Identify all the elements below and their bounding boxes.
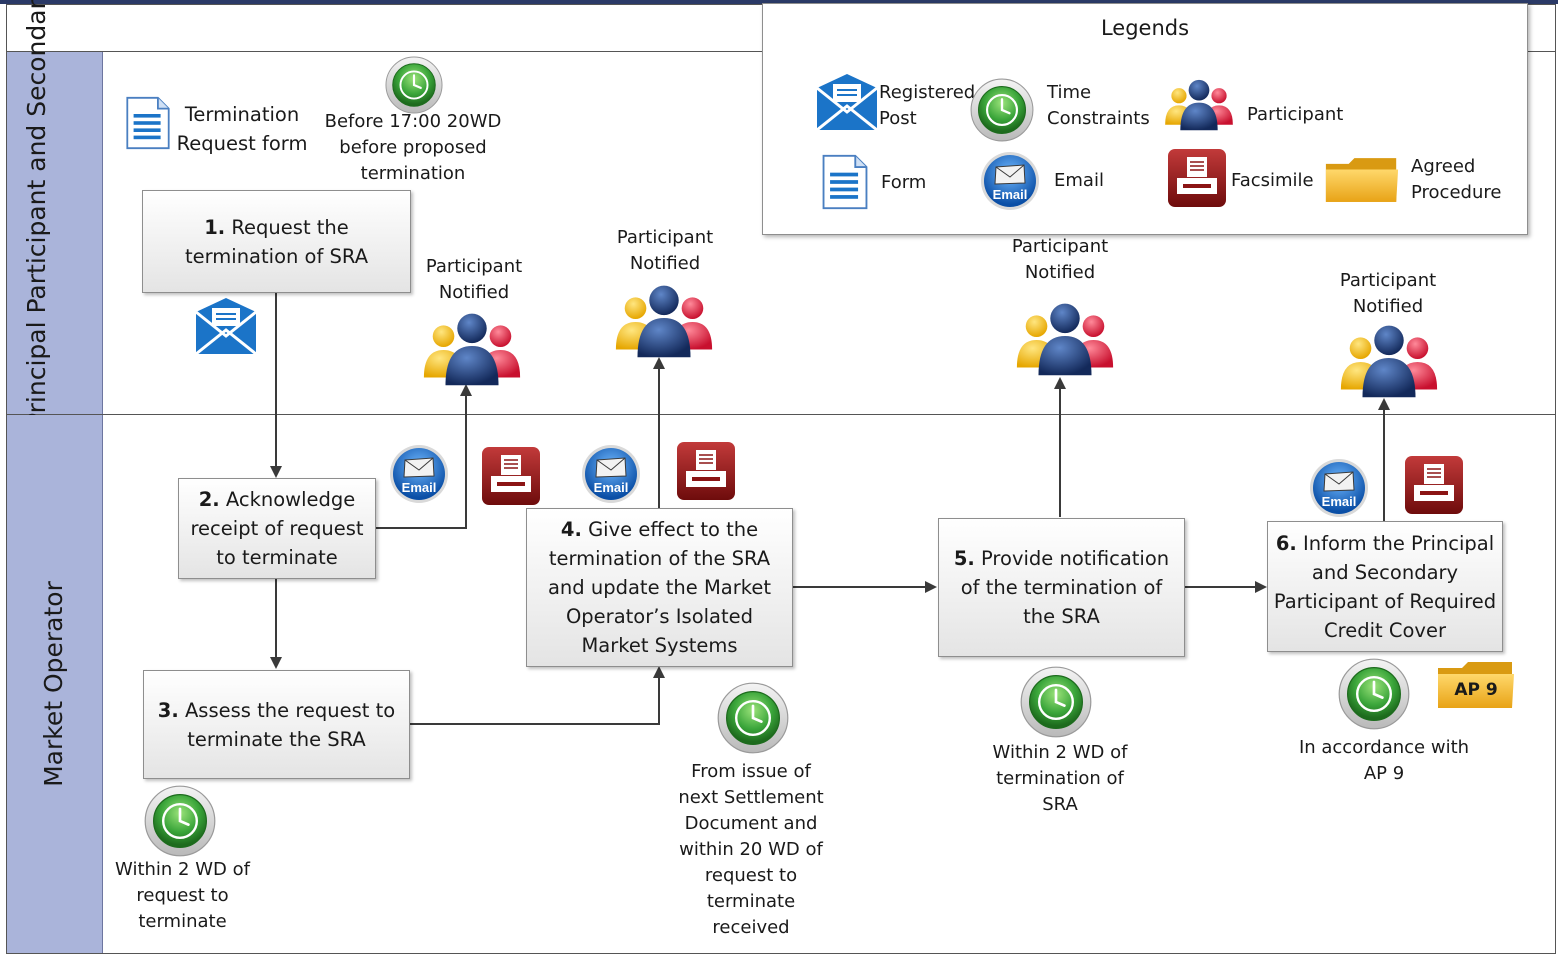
registered-post-icon: [815, 72, 879, 132]
step-3-box: 3. Assess the request to terminate the S…: [143, 670, 410, 779]
step-4-number: 4.: [560, 518, 582, 541]
step-2-number: 2.: [198, 488, 220, 511]
clock-icon: [970, 78, 1034, 142]
step-2-text: 2. Acknowledge receipt of request to ter…: [184, 485, 370, 572]
fax-icon: [1404, 455, 1464, 515]
fax-icon: [676, 441, 736, 501]
email-icon: [1309, 458, 1369, 518]
step-6-text: 6. Inform the Principal and Secondary Pa…: [1270, 529, 1500, 645]
clock-icon: [144, 785, 216, 857]
step-3-text: 3. Assess the request to terminate the S…: [152, 696, 402, 754]
participant-group-icon: [418, 308, 526, 388]
lane-label-top: Principal Participant and Secondary Part…: [7, 0, 103, 428]
legend-title: Legends: [1100, 16, 1190, 40]
legend-form: Form: [881, 172, 927, 193]
termination-request-form-label: Termination Request form: [176, 103, 308, 155]
step-5-label: Provide notification of the termination …: [960, 547, 1170, 628]
email-icon: [389, 444, 449, 504]
participant-group-icon: [1335, 320, 1443, 400]
lane-divider: [6, 414, 1556, 415]
legend-email: Email: [1054, 170, 1104, 191]
email-icon: [581, 444, 641, 504]
participant-notified-4: Participant Notified: [1339, 270, 1437, 317]
form-document-icon: [821, 154, 869, 210]
step-6-box: 6. Inform the Principal and Secondary Pa…: [1267, 521, 1503, 652]
within-note-step3: Within 2 WD of request to terminate: [115, 859, 250, 932]
legend-time-constraints: Time Constraints: [1047, 82, 1150, 129]
step-4-label: Give effect to the termination of the SR…: [547, 518, 772, 657]
step-4-box: 4. Give effect to the termination of the…: [526, 508, 793, 667]
clock-icon: [1020, 666, 1092, 738]
step-5-number: 5.: [953, 547, 975, 570]
step-5-box: 5. Provide notification of the terminati…: [938, 518, 1185, 657]
participant-group-icon: [1011, 298, 1119, 378]
arrow-2-to-notify: [374, 384, 472, 529]
step-6-number: 6.: [1275, 531, 1297, 555]
step-2-label: Acknowledge receipt of request to termin…: [190, 488, 364, 569]
legend-participant: Participant: [1247, 104, 1344, 125]
step-1-text: 1. Request the termination of SRA: [167, 213, 387, 271]
participant-group-icon: [610, 280, 718, 360]
step-3-label: Assess the request to terminate the SRA: [184, 698, 396, 751]
step-4-text: 4. Give effect to the termination of the…: [537, 515, 782, 660]
step-1-label: Request the termination of SRA: [184, 215, 369, 268]
top-bar: [0, 0, 1558, 4]
arrow-3-to-4: [408, 666, 665, 725]
step-6-label: Inform the Principal and Secondary Parti…: [1273, 531, 1497, 642]
step-2-box: 2. Acknowledge receipt of request to ter…: [178, 478, 376, 579]
within-note-step5: Within 2 WD of termination of SRA: [992, 742, 1128, 815]
participant-notified-3: Participant Notified: [1011, 236, 1109, 283]
email-icon: [980, 151, 1040, 211]
participant-group-icon: [1161, 76, 1237, 132]
form-document-icon: [125, 96, 171, 150]
fax-icon: [1167, 148, 1227, 208]
step-5-text: 5. Provide notification of the terminati…: [949, 544, 1174, 631]
fax-icon: [481, 446, 541, 506]
clock-icon: [1338, 658, 1410, 730]
ap9-badge: AP 9: [1454, 680, 1498, 700]
folder-icon: [1324, 156, 1400, 204]
clock-icon: [385, 56, 443, 114]
legend-agreed-procedure: Agreed Procedure: [1411, 156, 1502, 203]
registered-post-icon: [194, 296, 258, 356]
participant-notified-1: Participant Notified: [425, 256, 523, 303]
legend-box: Legends Registered Post Time Constraints…: [762, 3, 1528, 235]
deadline-note-step1: Before 17:00 20WD before proposed termin…: [324, 111, 502, 184]
clock-icon: [717, 682, 789, 754]
step-1-number: 1.: [204, 215, 226, 239]
lane-label-bottom: Market Operator: [7, 415, 103, 953]
step-1-box: 1. Request the termination of SRA: [142, 190, 411, 293]
legend-registered-post: Registered Post: [879, 82, 976, 129]
step-3-number: 3.: [157, 698, 179, 722]
participant-notified-2: Participant Notified: [616, 227, 714, 274]
legend-facsimile: Facsimile: [1231, 170, 1314, 191]
within-note-step6: In accordance with AP 9: [1298, 737, 1470, 784]
within-note-step4: From issue of next Settlement Document a…: [678, 761, 824, 938]
